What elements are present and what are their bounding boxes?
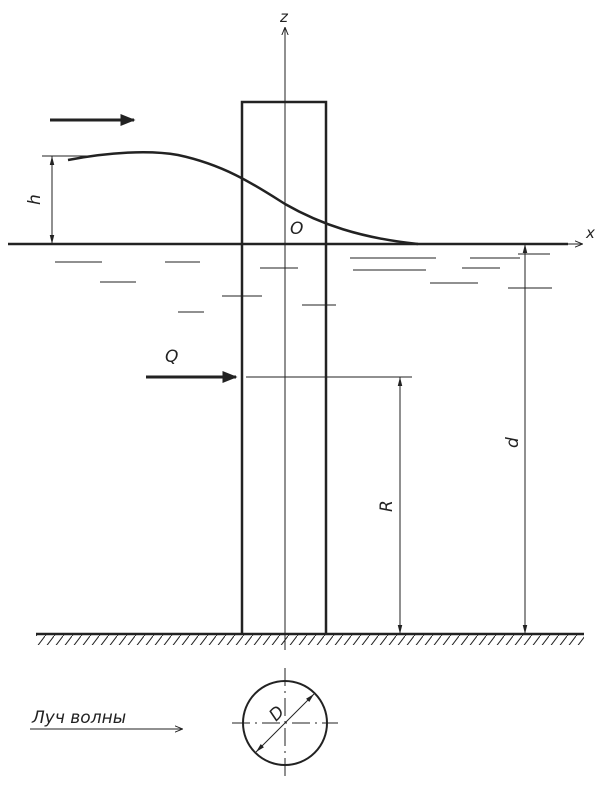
pile-cross-section <box>232 668 338 778</box>
z-axis-label: z <box>279 8 289 26</box>
r-label: R <box>377 500 397 512</box>
diameter-dimension-line <box>255 693 315 753</box>
d-label: d <box>503 437 523 448</box>
x-axis-label: x <box>585 224 595 242</box>
water-hatching <box>55 253 552 313</box>
wave-profile <box>67 151 419 246</box>
wave-ray-label: Луч волны <box>31 708 126 728</box>
q-label: Q <box>165 347 178 367</box>
pile-outline <box>240 100 328 634</box>
h-label: h <box>25 194 45 205</box>
origin-label: O <box>290 219 303 239</box>
seabed-hatching <box>36 635 584 645</box>
